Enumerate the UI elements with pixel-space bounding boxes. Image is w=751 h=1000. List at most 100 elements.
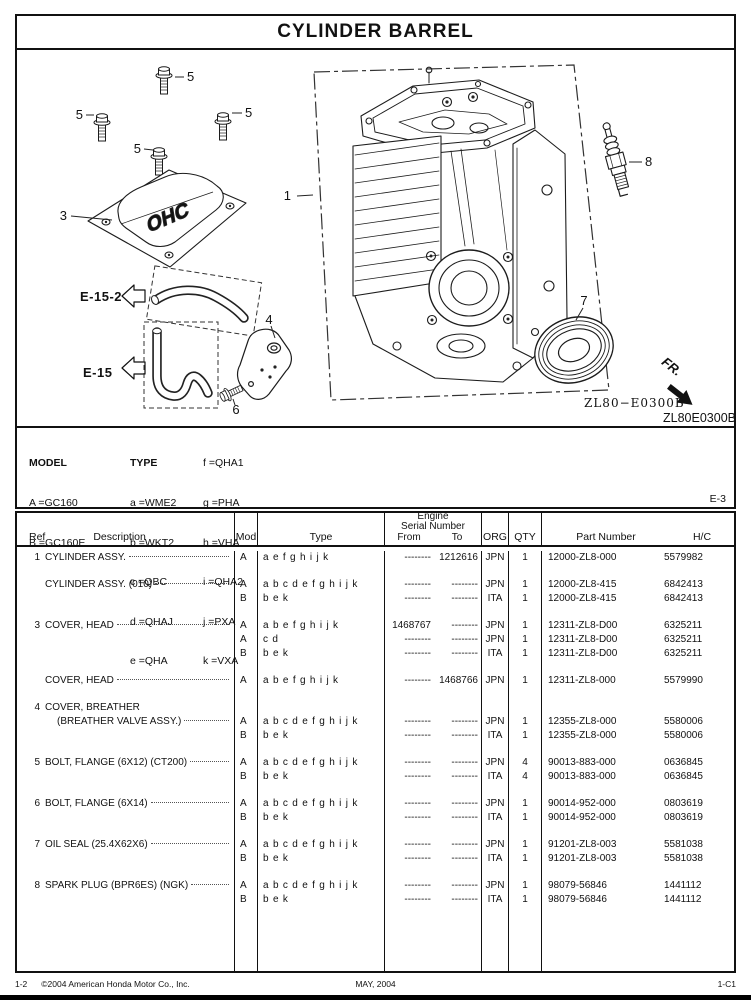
row-ref: 6 bbox=[34, 798, 40, 809]
row-type: c d bbox=[257, 633, 384, 647]
row-mod: A bbox=[234, 674, 257, 688]
row-part-number: 90013-883-000 bbox=[548, 757, 616, 768]
spacer-row bbox=[17, 784, 734, 797]
row-type: b e k bbox=[257, 811, 384, 825]
dot-leader bbox=[150, 843, 229, 844]
row-desc: OIL SEAL (25.4X62X6) bbox=[45, 839, 148, 850]
row-part-number: 90014-952-000 bbox=[548, 798, 616, 809]
row-type: a b c d e f g h i j k bbox=[257, 838, 384, 852]
header-to: To bbox=[451, 531, 463, 543]
row-qty: 4 bbox=[508, 770, 541, 784]
row-type: b e k bbox=[257, 647, 384, 661]
row-mod: B bbox=[234, 811, 257, 825]
row-hc: 5580006 bbox=[664, 730, 703, 741]
row-org: JPN bbox=[481, 715, 508, 729]
model-entry: B =GC160E bbox=[29, 536, 86, 549]
callout-1: 1 bbox=[284, 188, 291, 203]
row-desc: CYLINDER ASSY. (010) bbox=[45, 579, 153, 590]
row-mod: A bbox=[234, 633, 257, 647]
table-row: (BREATHER VALVE ASSY.) A a b c d e f g h… bbox=[17, 715, 734, 729]
type-entry: j =PXA bbox=[203, 615, 236, 628]
row-part-number: 12311-ZL8-D00 bbox=[548, 634, 618, 645]
row-type: a b c d e f g h i j k bbox=[257, 578, 384, 592]
row-qty: 1 bbox=[508, 674, 541, 688]
row-qty bbox=[508, 701, 541, 715]
row-hc: 0636845 bbox=[664, 757, 703, 768]
row-part-number: 12000-ZL8-000 bbox=[548, 552, 617, 563]
dot-leader bbox=[116, 679, 229, 680]
row-serial-to: -------- bbox=[451, 593, 478, 604]
row-serial-to: -------- bbox=[451, 771, 478, 782]
row-desc: COVER, BREATHER bbox=[45, 702, 140, 713]
ref-e15-label: E-15 bbox=[83, 365, 112, 380]
callout-5a: 5 bbox=[187, 69, 194, 84]
table-row: B b e k ---------------- ITA 1 12355-ZL8… bbox=[17, 729, 734, 743]
breather-tube-drawing bbox=[151, 285, 249, 323]
table-row: B b e k ---------------- ITA 1 90014-952… bbox=[17, 811, 734, 825]
row-serial-from: -------- bbox=[404, 716, 431, 727]
footer-date: MAY, 2004 bbox=[355, 979, 396, 989]
spark-plug-drawing bbox=[602, 122, 630, 197]
row-desc: SPARK PLUG (BPR6ES) (NGK) bbox=[45, 880, 189, 891]
row-serial-from: -------- bbox=[404, 812, 431, 823]
row-qty: 1 bbox=[508, 715, 541, 729]
row-hc: 5579990 bbox=[664, 675, 703, 686]
row-part-number: 12000-ZL8-415 bbox=[548, 593, 617, 604]
row-hc: 6842413 bbox=[664, 593, 703, 604]
row-qty: 1 bbox=[508, 592, 541, 606]
row-hc: 6842413 bbox=[664, 579, 703, 590]
header-serial-number: Serial Number bbox=[401, 521, 465, 532]
row-serial-to: -------- bbox=[451, 894, 478, 905]
callout-5b: 5 bbox=[76, 107, 83, 122]
row-mod: B bbox=[234, 647, 257, 661]
table-filler bbox=[17, 907, 734, 971]
row-mod: B bbox=[234, 592, 257, 606]
row-type: a b c d e f g h i j k bbox=[257, 797, 384, 811]
row-part-number: 90014-952-000 bbox=[548, 812, 616, 823]
row-serial-from: -------- bbox=[404, 675, 431, 686]
header-mod: Mod bbox=[235, 531, 257, 543]
title-bar: CYLINDER BARREL bbox=[15, 14, 736, 50]
row-serial-from: -------- bbox=[404, 880, 431, 891]
dashed-group-box-1 bbox=[145, 265, 263, 337]
row-serial-from bbox=[385, 701, 431, 715]
row-qty: 1 bbox=[508, 852, 541, 866]
row-serial-to: -------- bbox=[451, 730, 478, 741]
row-part-number: 12355-ZL8-000 bbox=[548, 716, 617, 727]
exploded-diagram-panel: 5 5 5 5 OHC 3 E-15-2 bbox=[15, 50, 736, 428]
row-type: a e f g h i j k bbox=[257, 551, 384, 565]
row-serial-to: -------- bbox=[451, 620, 478, 631]
row-org: ITA bbox=[481, 647, 508, 661]
row-serial-to: -------- bbox=[451, 880, 478, 891]
row-org: ITA bbox=[481, 811, 508, 825]
type-column-2: f =QHA1 g =PHA h =VHA i =QHA2 j =PXA k =… bbox=[203, 431, 244, 695]
page-footer: 1-2 ©2004 American Honda Motor Co., Inc.… bbox=[15, 979, 736, 991]
row-qty: 1 bbox=[508, 893, 541, 907]
row-mod: B bbox=[234, 770, 257, 784]
row-mod: B bbox=[234, 852, 257, 866]
row-org: JPN bbox=[481, 578, 508, 592]
row-org: JPN bbox=[481, 838, 508, 852]
row-type bbox=[257, 701, 384, 715]
table-row: B b e k ---------------- ITA 1 12311-ZL8… bbox=[17, 647, 734, 661]
row-desc: (BREATHER VALVE ASSY.) bbox=[57, 716, 182, 727]
row-qty: 4 bbox=[508, 756, 541, 770]
type-entry: d =QHAJ bbox=[130, 615, 173, 628]
row-serial-to: -------- bbox=[451, 648, 478, 659]
left-block-arrow-icon bbox=[121, 284, 146, 308]
type-entry: a =WME2 bbox=[130, 497, 177, 510]
row-serial-to bbox=[431, 701, 481, 715]
row-serial-from: -------- bbox=[404, 798, 431, 809]
header-part-number: Part Number bbox=[576, 531, 636, 543]
row-hc: 5581038 bbox=[664, 853, 703, 864]
row-serial-to: -------- bbox=[451, 579, 478, 590]
header-type: Type bbox=[309, 531, 333, 543]
type-entry: b =WKT2 bbox=[130, 536, 175, 549]
dot-leader bbox=[150, 802, 229, 803]
row-part-number: 98079-56846 bbox=[548, 894, 607, 905]
